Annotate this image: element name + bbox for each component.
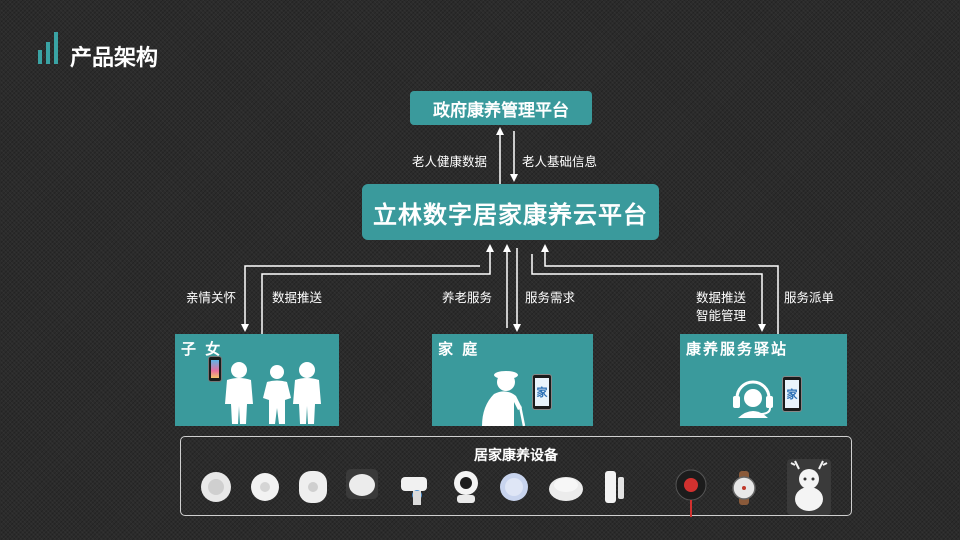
devices-title: 居家康养设备 — [474, 448, 558, 464]
button-sensor-icon — [251, 473, 279, 501]
arrow-data-push-station — [531, 254, 766, 332]
bar-chart-icon — [38, 32, 60, 64]
flow-label-family-care: 亲情关怀 — [186, 290, 237, 305]
app-glyph: 家 — [535, 378, 549, 406]
page-title: 产品架构 — [70, 46, 159, 71]
node-family: 家 庭 家 — [432, 334, 593, 426]
flow-label-health-data: 老人健康数据 — [412, 154, 488, 169]
device-icons — [201, 459, 831, 517]
smoke-detector-icon — [346, 469, 378, 499]
flow-label-data-push-kids: 数据推送 — [272, 290, 323, 305]
family-people-icon — [225, 362, 321, 424]
gas-valve-icon — [401, 477, 427, 505]
flow-label-data-push-station: 数据推送 — [696, 290, 747, 305]
home-camera-icon — [454, 471, 478, 503]
cylinder-sensor-icon — [299, 471, 327, 503]
customer-service-headset-icon — [733, 380, 773, 418]
node-family-label: 家 庭 — [438, 340, 480, 358]
flow-label-smart-management: 智能管理 — [696, 308, 747, 323]
flow-label-basic-info: 老人基础信息 — [522, 154, 598, 169]
devices-panel: 居家康养设备 — [180, 436, 852, 517]
door-sensor-icon — [605, 471, 624, 503]
elderly-person-icon — [482, 371, 526, 426]
round-sensor-icon — [201, 472, 231, 502]
emergency-pendant-icon — [675, 469, 707, 517]
flow-label-elderly-service: 养老服务 — [442, 290, 493, 305]
node-kids: 子 女 — [175, 334, 339, 426]
flow-label-service-dispatch: 服务派单 — [784, 290, 835, 305]
cloud-platform-box: 立林数字居家康养云平台 — [362, 184, 659, 240]
node-kids-label: 子 女 — [181, 340, 223, 358]
flow-label-service-demand: 服务需求 — [525, 290, 576, 305]
smartphone-app-icon: 家 — [532, 374, 552, 410]
arrow-family-care — [241, 265, 480, 332]
arrow-service-dispatch — [541, 244, 779, 334]
smartphone-app-icon: 家 — [782, 376, 802, 412]
blue-dome-sensor-icon — [500, 473, 528, 501]
smartphone-icon — [208, 356, 222, 382]
flat-round-sensor-icon — [549, 477, 583, 501]
smart-watch-icon — [732, 471, 756, 505]
node-station: 康养服务驿站 家 — [680, 334, 847, 426]
gov-platform-box: 政府康养管理平台 — [410, 91, 592, 125]
node-station-label: 康养服务驿站 — [686, 340, 789, 358]
deer-robot-icon — [787, 459, 831, 515]
arrow-data-push-kids — [261, 244, 494, 334]
